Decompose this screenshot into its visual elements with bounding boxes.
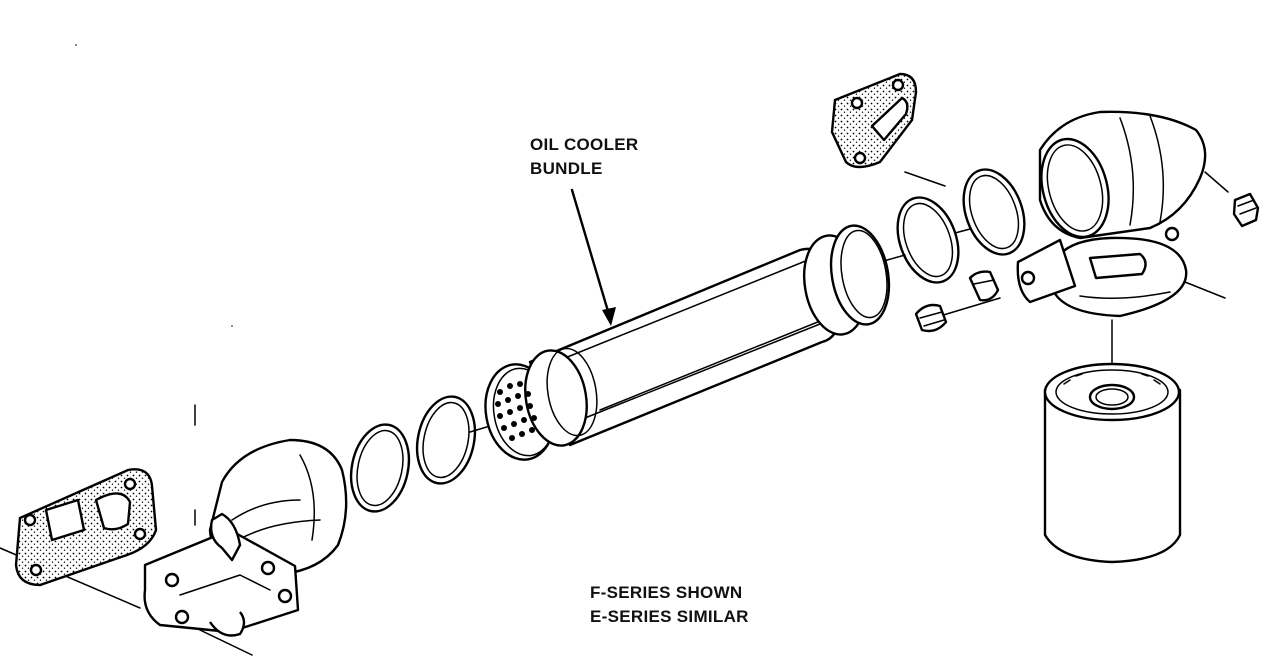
- oil-cooler-bundle-label: OIL COOLER BUNDLE: [530, 133, 638, 181]
- series-caption: F-SERIES SHOWN E-SERIES SIMILAR: [590, 581, 749, 629]
- right-gasket: [830, 72, 918, 169]
- stray-marks: [75, 44, 233, 327]
- left-o-rings: [349, 395, 477, 513]
- caption-line-1: F-SERIES SHOWN: [590, 583, 743, 602]
- oil-cooler-bundle: [484, 224, 891, 461]
- callout-line-2: BUNDLE: [530, 159, 603, 178]
- right-end-housing: [1016, 110, 1207, 318]
- plug-fittings: [914, 192, 1260, 333]
- caption-line-2: E-SERIES SIMILAR: [590, 607, 749, 626]
- callout-leader: [570, 188, 616, 326]
- callout-line-1: OIL COOLER: [530, 135, 639, 154]
- right-o-rings: [896, 168, 1026, 284]
- oil-filter: [1043, 362, 1182, 564]
- left-gasket: [14, 468, 158, 587]
- left-end-housing: [143, 438, 348, 637]
- tube-sheet-holes: [495, 381, 537, 441]
